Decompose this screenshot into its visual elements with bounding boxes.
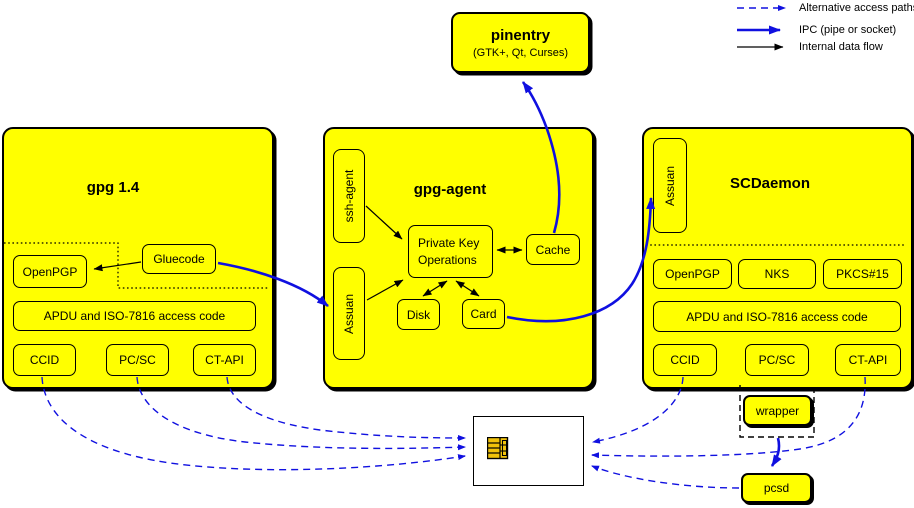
scdaemon-ctapi-box: CT-API — [835, 344, 901, 376]
legend-internal-label: Internal data flow — [799, 41, 883, 53]
pinentry-box: pinentry (GTK+, Qt, Curses) — [451, 12, 590, 73]
gpg14-ctapi-box: CT-API — [193, 344, 256, 376]
pcsd-box: pcsd — [741, 473, 812, 503]
scdaemon-openpgp-box: OpenPGP — [653, 259, 732, 289]
disk-box: Disk — [397, 299, 440, 330]
scdaemon-title: SCDaemon — [729, 175, 811, 192]
gpg14-apdu-box: APDU and ISO-7816 access code — [13, 301, 256, 331]
scdaemon-assuan-box: Assuan — [653, 138, 687, 233]
gpg14-pcsc-box: PC/SC — [106, 344, 169, 376]
scdaemon-nks-box: NKS — [738, 259, 816, 289]
wrapper-box: wrapper — [743, 395, 812, 426]
pinentry-title: pinentry — [490, 26, 551, 44]
gpg14-openpgp-box: OpenPGP — [13, 255, 87, 288]
card-box: Card — [462, 299, 505, 329]
alt-gpg14-ccid-to-smartcard — [41, 376, 466, 471]
gpg-agent-ssh-agent-box: ssh-agent — [333, 149, 365, 243]
scdaemon-pcsc-box: PC/SC — [745, 344, 809, 376]
gpg-agent-assuan-box: Assuan — [333, 267, 365, 360]
scdaemon-apdu-box: APDU and ISO-7816 access code — [653, 301, 901, 332]
alt-pcsd-to-smartcard — [591, 465, 740, 489]
gpg14-gluecode-box: Gluecode — [142, 244, 216, 274]
ssh-agent-label: ssh-agent — [342, 169, 356, 223]
gpg-agent-title: gpg-agent — [413, 181, 487, 198]
gpg-agent-assuan-label: Assuan — [342, 293, 356, 334]
scdaemon-pkcs15-box: PKCS#15 — [823, 259, 902, 289]
pko-line1: Private Key — [418, 235, 480, 250]
pinentry-subtitle: (GTK+, Qt, Curses) — [472, 46, 569, 59]
smartcard — [473, 416, 584, 486]
legend-alternative-label: Alternative access paths — [799, 2, 914, 14]
legend-ipc-label: IPC (pipe or socket) — [799, 24, 897, 36]
cache-box: Cache — [526, 234, 580, 265]
private-key-operations-box: Private Key Operations — [408, 225, 493, 278]
gpg14-ccid-box: CCID — [13, 344, 76, 376]
scdaemon-ccid-box: CCID — [653, 344, 717, 376]
pko-line2: Operations — [418, 252, 477, 267]
scdaemon-assuan-label: Assuan — [663, 165, 677, 206]
ipc-wrapper-to-pcsd — [770, 437, 782, 467]
gpg14-title: gpg 1.4 — [86, 179, 140, 196]
smartcard-chip-icon — [487, 437, 509, 460]
